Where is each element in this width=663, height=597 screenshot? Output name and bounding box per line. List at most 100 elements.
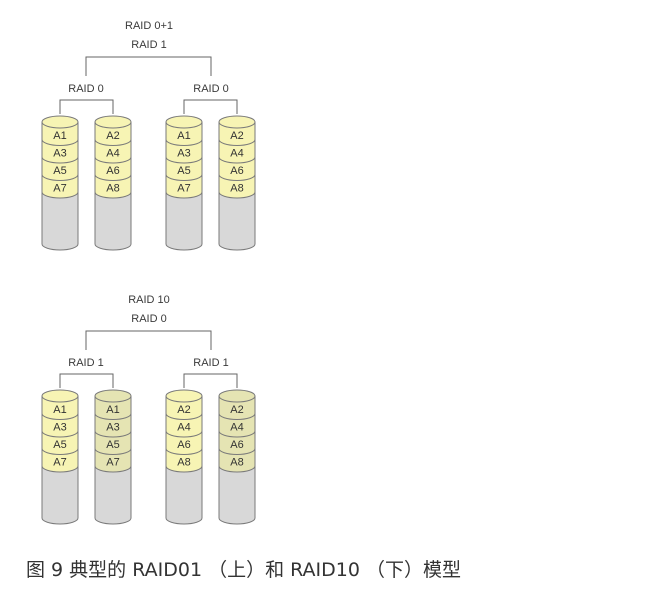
disk-empty-area bbox=[165, 191, 203, 251]
figure-caption: 图 9 典型的 RAID01 （上）和 RAID10 （下）模型 bbox=[26, 559, 462, 581]
disk-segment bbox=[41, 139, 79, 164]
disk-segment bbox=[94, 156, 132, 181]
segment-label: A5 bbox=[53, 165, 66, 177]
disk-segment bbox=[94, 121, 132, 146]
segment-label: A6 bbox=[230, 165, 243, 177]
segment-label: A6 bbox=[230, 439, 243, 451]
disk-segment bbox=[94, 174, 132, 199]
disk-segment bbox=[94, 139, 132, 164]
segment-label: A5 bbox=[53, 439, 66, 451]
segment-label: A1 bbox=[53, 404, 66, 416]
bracket-group bbox=[59, 373, 114, 388]
segment-label: A8 bbox=[177, 456, 190, 468]
raid-top-label: RAID 10 bbox=[128, 294, 170, 306]
segment-label: A7 bbox=[106, 456, 119, 468]
bracket-group bbox=[183, 99, 238, 114]
disk-top-cap bbox=[94, 115, 132, 129]
disk-segment bbox=[165, 448, 203, 473]
disk-segment bbox=[165, 156, 203, 181]
segment-label: A4 bbox=[106, 147, 119, 159]
segment-label: A4 bbox=[177, 421, 190, 433]
group-label: RAID 1 bbox=[68, 357, 103, 369]
disk-segment bbox=[94, 395, 132, 420]
disk-segment bbox=[94, 413, 132, 438]
disk-segment bbox=[218, 174, 256, 199]
raid-top-label: RAID 0+1 bbox=[125, 20, 173, 32]
disk-empty-area bbox=[218, 191, 256, 251]
disk-segment bbox=[94, 430, 132, 455]
segment-label: A1 bbox=[177, 130, 190, 142]
segment-label: A8 bbox=[230, 182, 243, 194]
disk-segment bbox=[41, 156, 79, 181]
disk-segment bbox=[218, 395, 256, 420]
disk-segment bbox=[165, 395, 203, 420]
disk-top-cap bbox=[165, 389, 203, 403]
disk-segment bbox=[165, 430, 203, 455]
segment-label: A4 bbox=[230, 421, 243, 433]
segment-label: A8 bbox=[106, 182, 119, 194]
segment-label: A8 bbox=[230, 456, 243, 468]
disk-segment bbox=[165, 121, 203, 146]
disk-segment bbox=[41, 430, 79, 455]
disk-segment bbox=[165, 139, 203, 164]
disk-segment bbox=[218, 121, 256, 146]
disk-top-cap bbox=[94, 389, 132, 403]
disk-segment bbox=[41, 448, 79, 473]
disk-top-cap bbox=[218, 115, 256, 129]
disk-top-cap bbox=[41, 389, 79, 403]
segment-label: A7 bbox=[177, 182, 190, 194]
segment-label: A2 bbox=[230, 404, 243, 416]
segment-label: A3 bbox=[106, 421, 119, 433]
disk-segment bbox=[41, 395, 79, 420]
bracket-top bbox=[85, 330, 212, 350]
disk-top-cap bbox=[165, 115, 203, 129]
segment-label: A1 bbox=[53, 130, 66, 142]
segment-label: A4 bbox=[230, 147, 243, 159]
segment-label: A5 bbox=[106, 439, 119, 451]
segment-label: A2 bbox=[230, 130, 243, 142]
disk-empty-area bbox=[94, 465, 132, 525]
disk-segment bbox=[165, 413, 203, 438]
disk-segment bbox=[218, 139, 256, 164]
bracket-top bbox=[85, 56, 212, 76]
disk-segment bbox=[218, 430, 256, 455]
segment-label: A6 bbox=[106, 165, 119, 177]
group-label: RAID 0 bbox=[193, 83, 228, 95]
disk-top-cap bbox=[218, 389, 256, 403]
disk-segment bbox=[218, 448, 256, 473]
segment-label: A2 bbox=[106, 130, 119, 142]
disk-segment bbox=[218, 156, 256, 181]
disk-segment bbox=[165, 174, 203, 199]
segment-label: A3 bbox=[53, 421, 66, 433]
disk-segment bbox=[218, 413, 256, 438]
segment-label: A2 bbox=[177, 404, 190, 416]
bracket-group bbox=[59, 99, 114, 114]
disk-empty-area bbox=[165, 465, 203, 525]
segment-label: A1 bbox=[106, 404, 119, 416]
segment-label: A7 bbox=[53, 182, 66, 194]
disk-segment bbox=[41, 121, 79, 146]
bracket-group bbox=[183, 373, 238, 388]
disk-segment bbox=[41, 174, 79, 199]
disk-top-cap bbox=[41, 115, 79, 129]
disk-empty-area bbox=[94, 191, 132, 251]
disk-empty-area bbox=[41, 465, 79, 525]
raid-level-label: RAID 0 bbox=[131, 313, 166, 325]
group-label: RAID 0 bbox=[68, 83, 103, 95]
segment-label: A3 bbox=[177, 147, 190, 159]
disk-segment bbox=[41, 413, 79, 438]
segment-label: A6 bbox=[177, 439, 190, 451]
segment-label: A5 bbox=[177, 165, 190, 177]
disk-empty-area bbox=[218, 465, 256, 525]
segment-label: A7 bbox=[53, 456, 66, 468]
